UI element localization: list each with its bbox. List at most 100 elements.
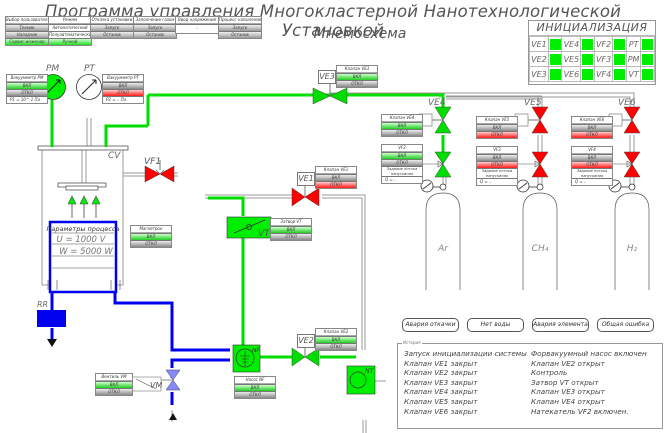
ve1-off-button[interactable]: ОТКЛ	[316, 181, 356, 188]
process-params-frame	[48, 220, 118, 294]
ve5-on-button[interactable]: ВКЛ	[477, 124, 517, 131]
ve6-off-button[interactable]: ОТКЛ	[572, 131, 612, 138]
vt-label: VT	[258, 229, 271, 239]
page-subtitle: Мнемосхема	[313, 26, 407, 42]
vf3-valve-icon	[518, 151, 549, 178]
vt-control: Затвор VT ВКЛ ОТКЛ	[270, 218, 312, 241]
vf3-on-button[interactable]: ВКЛ	[477, 154, 517, 161]
alarm-element[interactable]: Авария элемента	[532, 318, 589, 332]
ve1-control: Клапан VE1 ВКЛ ОТКЛ	[315, 166, 357, 189]
log-entry: Контроль	[531, 368, 568, 378]
alarm-general[interactable]: Общая ошибка	[597, 318, 654, 332]
box-title: Откачка установки	[91, 17, 133, 24]
mode-manual-button[interactable]: Ручной	[49, 38, 91, 45]
ve1-control-title: Клапан VE1	[316, 167, 356, 174]
nf-control: Насос NF ВКЛ ОТКЛ	[234, 376, 276, 399]
process-params-title: Параметры процесса	[47, 225, 120, 233]
ve4-off-button[interactable]: ОТКЛ	[382, 129, 422, 136]
gas-label-ar: Ar	[437, 244, 449, 254]
ve5-label: VE5	[524, 98, 542, 108]
pt-readout: P2 = .. Па	[103, 96, 143, 103]
cylinder-ar	[425, 192, 461, 290]
ve4-on-button[interactable]: ВКЛ	[382, 122, 422, 129]
voltage-input[interactable]: ..	[176, 24, 218, 33]
pumpdown-stop-button[interactable]: Останов	[91, 31, 133, 38]
vf3-off-button[interactable]: ОТКЛ	[477, 161, 517, 168]
nf-control-title: Насос NF	[235, 377, 275, 384]
pumpdown-start-button[interactable]: Запуск	[91, 24, 133, 31]
vf4-valve-icon	[610, 151, 641, 178]
pm-readout: P1 = 10^-1 Па	[7, 96, 47, 103]
pm-label: PM	[46, 64, 59, 74]
vf4-setpoint-input[interactable]: Q = ..	[572, 178, 612, 185]
event-log-col2: Форвакуумный насос включен Клапан VE2 от…	[531, 349, 647, 416]
mode-auto-button[interactable]: Автоматический	[49, 24, 91, 31]
alarm-pumpdown[interactable]: Авария откачки	[402, 318, 459, 332]
power-readout: W = 5000 W	[59, 247, 113, 257]
vm-label: VM	[150, 381, 162, 390]
event-log-title: История	[402, 340, 422, 345]
pm-off-button[interactable]: ОТКЛ	[7, 89, 47, 96]
ve3-off-button[interactable]: ОТКЛ	[337, 80, 377, 87]
ve2-on-button[interactable]: ВКЛ	[316, 336, 356, 343]
user-adjuster-button[interactable]: Наладчик	[6, 31, 48, 38]
cylinder-h2	[614, 192, 650, 290]
magnetron-control: Магнетрон ВКЛ ОТКЛ	[130, 225, 172, 248]
vf1-valve-icon	[144, 160, 175, 183]
user-service-engineer-button[interactable]: Сервис-инженер	[6, 38, 48, 45]
vt-off-button[interactable]: ОТКЛ	[271, 233, 311, 240]
ve2-off-button[interactable]: ОТКЛ	[316, 343, 356, 350]
magnetron-on-button[interactable]: ВКЛ	[131, 233, 171, 240]
ve3-on-button[interactable]: ВКЛ	[337, 73, 377, 80]
pt-on-button[interactable]: ВКЛ	[103, 82, 143, 89]
ve1-on-button[interactable]: ВКЛ	[316, 174, 356, 181]
chamber-label: CV	[108, 151, 121, 161]
vf2-control: VF2 ВКЛ ОТКЛ Задание потока напускания Q…	[381, 144, 423, 184]
ve5-valve-icon	[514, 106, 549, 134]
vf4-control-title: VF4	[572, 147, 612, 154]
pm-control: Вакуумметр PM ВКЛ ОТКЛ P1 = 10^-1 Па	[6, 74, 48, 104]
vt-on-button[interactable]: ВКЛ	[271, 226, 311, 233]
vf2-setpoint-input[interactable]: Q = ..	[382, 176, 422, 183]
vf3-setpoint-input[interactable]: Q = ..	[477, 178, 517, 185]
init-label: VT	[625, 66, 642, 82]
gas-fill-start-button[interactable]: Запуск	[134, 24, 176, 31]
nf-off-button[interactable]: ОТКЛ	[235, 391, 275, 398]
vt-control-title: Затвор VT	[271, 219, 311, 226]
vf4-off-button[interactable]: ОТКЛ	[572, 161, 612, 168]
pt-control-title: Вакуумметр PT	[103, 75, 143, 82]
vm-on-button[interactable]: ВКЛ	[96, 381, 132, 388]
deposition-start-button[interactable]: Запуск	[219, 24, 261, 31]
pt-off-button[interactable]: ОТКЛ	[103, 89, 143, 96]
vm-control: Вентиль VM ВКЛ ОТКЛ	[95, 373, 133, 396]
pm-on-button[interactable]: ВКЛ	[7, 82, 47, 89]
vm-off-button[interactable]: ОТКЛ	[96, 388, 132, 395]
gas-label-h2: H₂	[627, 244, 638, 254]
vf4-control: VF4 ВКЛ ОТКЛ Задание потока напускания Q…	[571, 146, 613, 186]
nf-on-button[interactable]: ВКЛ	[235, 384, 275, 391]
vf2-off-button[interactable]: ОТКЛ	[382, 159, 422, 166]
box-title: Заполнение газом	[134, 17, 176, 24]
user-technician-button[interactable]: Техник	[6, 24, 48, 31]
vt-gate-icon: VT	[226, 216, 272, 239]
init-indicator	[640, 51, 655, 67]
ve5-off-button[interactable]: ОТКЛ	[477, 131, 517, 138]
magnetron-off-button[interactable]: ОТКЛ	[131, 240, 171, 247]
vf3-control: VF3 ВКЛ ОТКЛ Задание потока напускания Q…	[476, 146, 518, 186]
alarm-no-water[interactable]: Нет воды	[467, 318, 524, 332]
vf4-on-button[interactable]: ВКЛ	[572, 154, 612, 161]
vf2-on-button[interactable]: ВКЛ	[382, 152, 422, 159]
mode-semi-auto-button[interactable]: Полуавтоматический	[49, 31, 91, 38]
log-entry: Клапан VE2 открыт	[531, 358, 605, 368]
log-entry: Клапан VE2 закрыт	[404, 368, 478, 378]
ve2-valve-icon	[291, 343, 320, 367]
init-panel: ИНИЦИАЛИЗАЦИЯ VE1 VE4 VF2 PT VE2 VE5 VF3…	[528, 20, 656, 85]
rr-label: RR	[37, 300, 48, 309]
log-entry: Клапан VE6 закрыт	[404, 406, 478, 416]
init-label: VE6	[561, 66, 582, 82]
gas-fill-stop-button[interactable]: Останов	[134, 31, 176, 38]
ve6-on-button[interactable]: ВКЛ	[572, 124, 612, 131]
ve4-control-title: Клапан VE4	[382, 115, 422, 122]
deposition-stop-button[interactable]: Останов	[219, 31, 261, 38]
event-log-col1: Запуск инициализации системы Клапан VE1 …	[404, 349, 527, 416]
